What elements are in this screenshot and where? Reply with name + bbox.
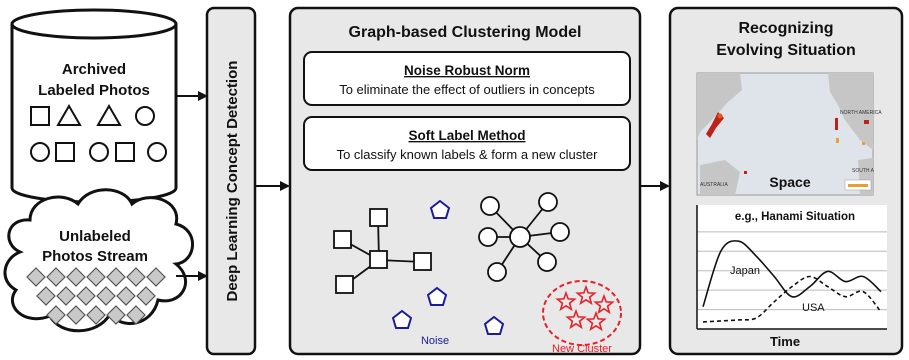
star-icon [565,308,587,330]
chart-gridlines [697,231,887,311]
soft-title: Soft Label Method [409,128,526,143]
series-label-usa: USA [802,302,825,314]
graph-node [369,250,388,269]
graph-node [537,252,557,272]
soft-description: To classify known labels & form a new cl… [337,147,598,162]
clustering-model-panel: Graph-based Clustering Model Noise Robus… [288,6,642,356]
graph-node [369,208,388,227]
graph-hub-node [509,226,531,248]
situation-title-line2: Evolving Situation [716,42,856,59]
photo-diamond [66,305,86,325]
triangle-shape [96,104,122,126]
photo-diamond [116,286,136,306]
graph-node [480,196,500,216]
square-shape [30,106,50,126]
noise-robust-norm-box: Noise Robust Norm To eliminate the effec… [303,51,631,106]
graph-node [550,222,570,242]
photo-diamond [26,267,46,287]
star-icon [555,290,577,312]
usa-hotspot [835,118,838,130]
unlabeled-stream-cloud: Unlabeled Photos Stream [3,188,194,333]
photo-diamond [106,305,126,325]
graph-node [487,262,507,282]
photo-diamond [46,267,66,287]
photo-diamond [86,305,106,325]
norm-description: To eliminate the effect of outliers in c… [339,82,595,97]
map-label-south: SOUTH A [852,168,875,174]
detection-label: Deep Learning Concept Detection [224,61,241,302]
photo-diamond [36,286,56,306]
series-label-japan: Japan [730,265,760,277]
star-icon [593,293,615,315]
stream-title-line2: Photos Stream [42,248,148,265]
archive-title-line2: Labeled Photos [38,82,150,99]
photo-diamond [46,305,66,325]
photo-diamond [126,305,146,325]
square-shape [115,142,135,162]
map-legend [844,179,872,191]
graph-node [335,275,354,294]
square-shape [55,142,75,162]
situation-panel: Recognizing Evolving Situation NORTH AME… [668,6,904,356]
model-title: Graph-based Clustering Model [349,24,582,41]
photo-diamond [106,267,126,287]
chart-title: e.g., Hanami Situation [735,211,855,223]
concept-detection-panel: Deep Learning Concept Detection [205,6,257,356]
hanami-chart: e.g., Hanami Situation Japan USA Time [696,205,887,349]
series-line-usa [702,275,882,323]
chart-x-label: Time [770,334,800,349]
square-cluster-graph [333,208,432,294]
space-map: NORTH AMERICA AUSTRALIA SOUTH A Space [696,72,882,196]
japan-hotspot [706,112,724,138]
noise-label: Noise [421,335,449,347]
photo-diamond [126,267,146,287]
database-icon [10,24,178,204]
photo-diamond [56,286,76,306]
soft-label-method-box: Soft Label Method To classify known labe… [303,116,631,171]
photo-diamond [146,267,166,287]
circle-shape [30,142,50,162]
photo-diamond [86,267,106,287]
chart-series [702,240,882,323]
photo-diamond [96,286,116,306]
archived-photos-database: Archived Labeled Photos [10,8,178,204]
situation-title-line1: Recognizing [738,20,833,37]
archive-title-line1: Archived [62,61,126,78]
photo-diamonds [26,267,166,325]
pentagon-icon [429,199,451,219]
graph-node [538,192,558,212]
map-label-australia: AUSTRALIA [700,182,728,188]
usa-hotspot [864,120,869,124]
photo-diamond [136,286,156,306]
circle-shape [135,106,155,126]
photo-diamond [76,286,96,306]
star-icon [585,310,607,332]
series-line-japan [702,240,882,308]
map-label: Space [769,174,810,190]
photo-diamond [66,267,86,287]
circle-shape [89,142,109,162]
norm-title: Noise Robust Norm [404,63,530,78]
pentagon-icon [391,309,413,329]
noise-points [391,199,505,335]
graph-node [333,230,352,249]
graph-node [478,227,498,247]
pentagon-icon [483,315,505,335]
triangle-shape [56,104,82,126]
pentagon-icon [426,286,448,306]
new-cluster-stars [555,284,615,332]
circle-cluster-graph [478,192,570,282]
stream-title-line1: Unlabeled [59,228,131,245]
new-cluster-label: New Cluster [552,343,612,355]
circle-shape [147,142,167,162]
graph-node [413,252,432,271]
new-cluster [542,280,622,346]
map-label-north-america: NORTH AMERICA [840,110,882,116]
star-icon [575,284,597,306]
